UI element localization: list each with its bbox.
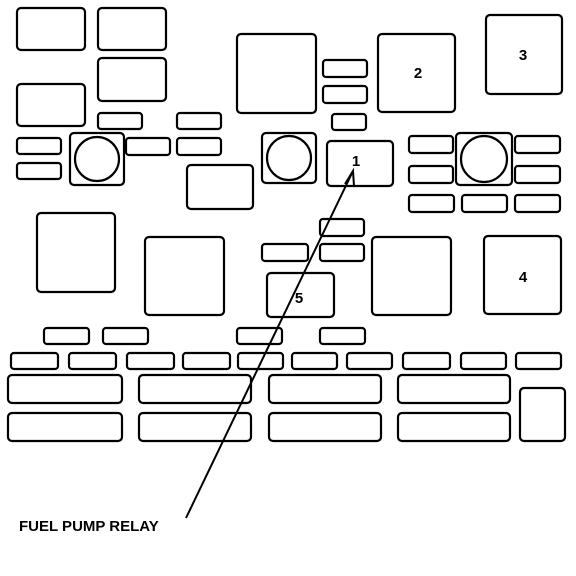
relay-1-label: 1	[352, 153, 360, 170]
fuse-block	[330, 112, 368, 132]
circuit-breaker	[459, 134, 509, 184]
circuit-breaker	[265, 134, 313, 182]
fuse-block	[181, 351, 232, 371]
fuse-block	[15, 136, 63, 156]
fuse-block	[67, 351, 118, 371]
relay-block	[143, 235, 226, 317]
relay-block	[518, 386, 567, 443]
fuse-block	[513, 134, 562, 155]
maxi-fuse-block	[6, 373, 124, 405]
fuse-block	[513, 164, 562, 185]
fuse-block	[290, 351, 339, 371]
fuse-block	[407, 164, 455, 185]
fuse-block	[175, 136, 223, 157]
fuse-block	[459, 351, 508, 371]
relay-block	[265, 271, 336, 319]
fuse-block	[175, 111, 223, 131]
fuse-block	[42, 326, 91, 346]
fuse-block	[318, 217, 366, 238]
maxi-fuse-block	[137, 411, 253, 443]
fuse-block	[513, 193, 562, 214]
fuse-block	[96, 111, 144, 131]
circuit-breaker	[73, 135, 121, 183]
fuse-block	[407, 193, 456, 214]
fuse-block	[260, 242, 310, 263]
relay-block	[185, 163, 255, 211]
fuse-block	[101, 326, 150, 346]
relay-4-label: 4	[519, 269, 528, 286]
relay-block	[376, 32, 457, 114]
relay-5-label: 5	[295, 290, 303, 307]
maxi-fuse-block	[137, 373, 253, 405]
fuse-block	[15, 161, 63, 181]
maxi-fuse-block	[396, 411, 512, 443]
relay-block	[15, 6, 87, 52]
relay-block	[370, 235, 453, 317]
fuse-block	[318, 326, 367, 346]
fuel-pump-relay-caption: FUEL PUMP RELAY	[19, 518, 159, 535]
fuse-block	[460, 193, 509, 214]
relay-2-label: 2	[414, 65, 422, 82]
fuse-block	[124, 136, 172, 157]
fuse-block	[321, 84, 369, 105]
relay-block	[96, 56, 168, 103]
maxi-fuse-block	[267, 411, 383, 443]
relay-3-label: 3	[519, 47, 527, 64]
fuse-block	[514, 351, 563, 371]
fuel-pump-relay	[325, 139, 395, 188]
fuse-block	[125, 351, 176, 371]
fuse-block	[407, 134, 455, 155]
maxi-fuse-block	[396, 373, 512, 405]
relay-block	[96, 6, 168, 52]
callout-arrowhead	[344, 167, 355, 187]
relay-block	[482, 234, 563, 316]
maxi-fuse-block	[6, 411, 124, 443]
relay-block	[35, 211, 117, 294]
callout-leader-line	[185, 170, 354, 519]
fuse-block	[318, 242, 366, 263]
relay-block	[15, 82, 87, 128]
relay-block	[235, 32, 318, 115]
fuse-block	[401, 351, 452, 371]
fuse-block	[345, 351, 394, 371]
fuse-block	[9, 351, 60, 371]
relay-block	[484, 13, 564, 96]
fuse-block	[321, 58, 369, 79]
maxi-fuse-block	[267, 373, 383, 405]
